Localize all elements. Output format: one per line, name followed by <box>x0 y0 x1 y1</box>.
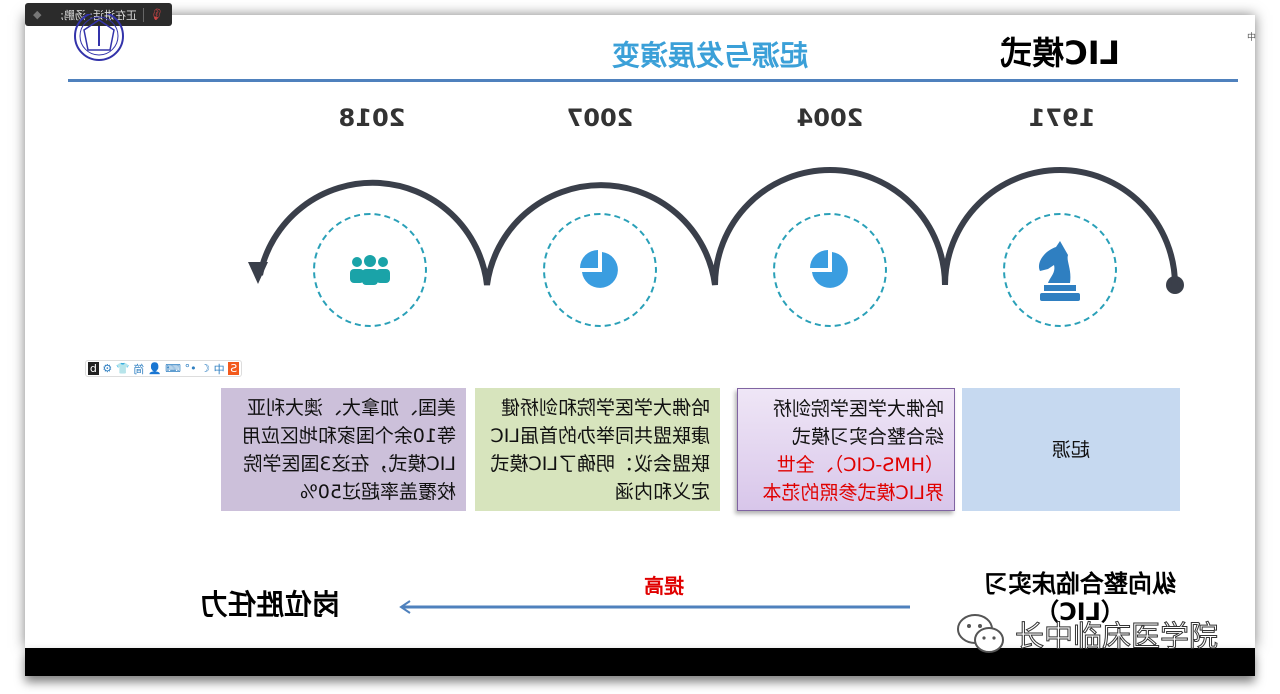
app-icon[interactable]: b <box>87 362 99 375</box>
origin-box-1971: 起源 <box>962 388 1180 511</box>
timeline-path <box>257 167 1178 286</box>
milestone-circle-2018 <box>313 213 427 327</box>
origin-text: 起源 <box>1052 438 1091 461</box>
punctuation-icon[interactable]: •° <box>184 362 197 375</box>
moon-icon[interactable]: ☾ <box>200 362 211 375</box>
school-logo <box>74 14 124 61</box>
chess-knight-icon <box>1038 241 1080 301</box>
watermark: 长中临床医学院 <box>955 612 1219 656</box>
keyboard-icon[interactable]: ⌨ <box>165 362 181 375</box>
lic-label-main: 纵向整合临床实习 <box>984 570 1176 598</box>
wechat-icon <box>957 614 1004 653</box>
simplified-toggle[interactable]: 简 <box>133 362 145 376</box>
milestone-box-2004: 哈佛大学医学院剑桥 综合整合实习模式 （HMS-CIC）、全世 界LIC模式参照… <box>737 388 955 511</box>
ime-toolbar[interactable]: S 中 ☾ •° ⌨ 👤 简 👕 ⚙ b <box>85 360 242 377</box>
pie-chart-icon <box>810 250 848 288</box>
settings-icon[interactable]: ⚙ <box>102 362 113 375</box>
milestone-circle-1971 <box>1003 213 1117 327</box>
arrow-label: 提高 <box>644 574 684 598</box>
milestone-box-2018: 美国、加拿大、澳大利亚等10余个国家和地区应用LIC模式，在这3国医学院校覆盖率… <box>221 388 466 511</box>
timeline-arcs <box>248 167 1184 294</box>
skin-icon[interactable]: 👕 <box>115 362 130 375</box>
ime-logo-icon[interactable]: S <box>228 362 240 375</box>
competency-label: 岗位胜任力 <box>199 588 340 621</box>
pie-chart-icon <box>580 250 618 288</box>
highlight-line: （HMS-CIC）、全世 <box>776 454 944 476</box>
user-icon[interactable]: 👤 <box>147 362 162 375</box>
text-line: 哈佛大学医学院剑桥 <box>772 398 944 420</box>
ime-lang-toggle[interactable]: 中 <box>213 362 225 376</box>
milestone-circle-2004 <box>773 213 887 327</box>
milestone-circle-2007 <box>543 213 657 327</box>
highlight-line: 界LIC模式参照的范本 <box>762 482 944 504</box>
milestone-box-2007: 哈佛大学医学院和剑桥健康联盟共同举办的首届LIC联盟会议：明确了LIC模式定义和… <box>475 388 720 511</box>
watermark-text: 长中临床医学院 <box>1014 619 1219 654</box>
text-line: 综合整合实习模式 <box>791 426 944 448</box>
improve-arrow <box>399 600 910 614</box>
timeline-arrowhead <box>248 262 268 284</box>
people-group-icon <box>350 255 390 285</box>
